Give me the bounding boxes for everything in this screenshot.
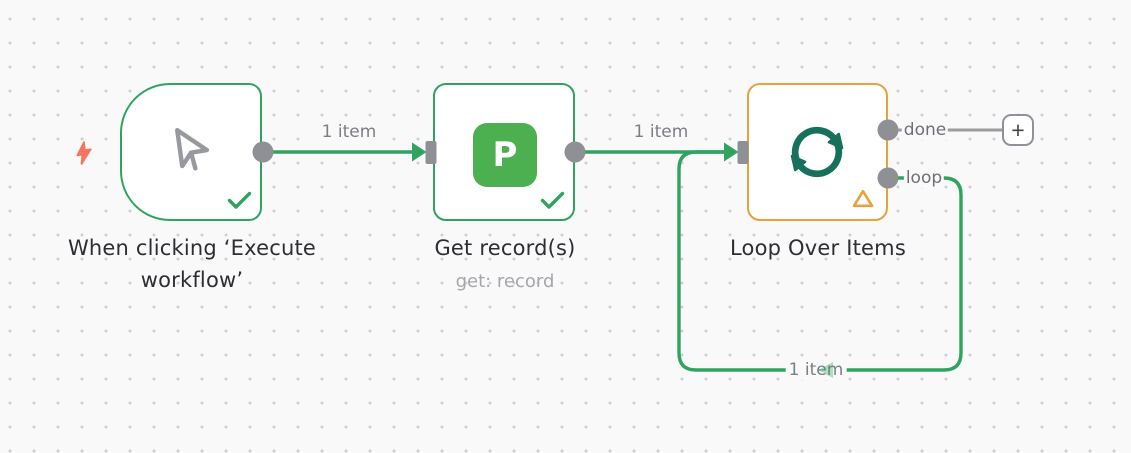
loop-back-direction-arrow [818, 362, 833, 378]
warning-triangle-icon [852, 189, 874, 208]
add-node-button[interactable]: + [1002, 114, 1034, 146]
node-get-records[interactable]: P [433, 83, 575, 221]
node-loop-over-items[interactable] [747, 83, 888, 221]
node-subtitle-get-records: get: record [455, 271, 555, 292]
items-count-label: 1 item [318, 122, 380, 142]
node-title-manual-trigger: When clicking ‘Execute workflow’ [67, 236, 317, 292]
postgres-icon: P [473, 123, 537, 187]
output-label-loop: loop [903, 168, 945, 188]
items-count-label: 1 item [630, 122, 692, 142]
connection-arrowhead [724, 142, 739, 162]
trigger-lightning-icon [76, 141, 92, 165]
node-manual-trigger[interactable] [120, 83, 262, 221]
success-check-icon [540, 191, 565, 209]
node-title-get-records: Get record(s) [434, 236, 576, 260]
success-check-icon [227, 191, 252, 209]
mouse-pointer-icon [175, 127, 210, 171]
items-count-label: 1 item [785, 360, 847, 380]
loop-sync-icon [790, 126, 844, 178]
output-label-done: done [901, 120, 949, 140]
node-title-loop-over-items: Loop Over Items [730, 236, 906, 260]
connection-arrowhead [412, 142, 427, 162]
